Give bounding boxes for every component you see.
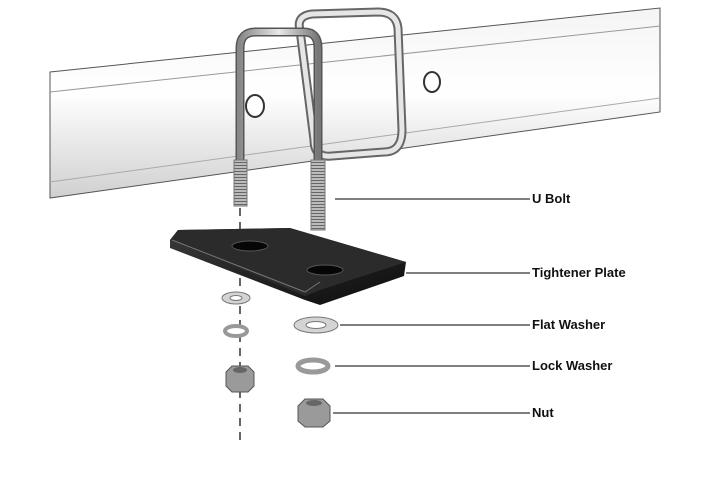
u-bolt — [233, 27, 326, 231]
beam-hole — [245, 94, 265, 118]
label-u-bolt: U Bolt — [532, 191, 571, 206]
tightener-plate — [170, 228, 406, 305]
label-lock-washer: Lock Washer — [532, 358, 613, 373]
beam-hole — [423, 71, 441, 93]
label-nut: Nut — [532, 405, 554, 420]
flat-washer-left — [221, 291, 251, 305]
label-tightener-plate: Tightener Plate — [532, 265, 626, 280]
lock-washer-right — [295, 357, 331, 375]
lock-washer-left — [223, 324, 249, 338]
nut-left — [225, 365, 255, 393]
label-flat-washer: Flat Washer — [532, 317, 606, 332]
axle-beam — [49, 7, 661, 199]
flat-washer-right — [293, 316, 339, 334]
nut-right — [297, 398, 331, 428]
